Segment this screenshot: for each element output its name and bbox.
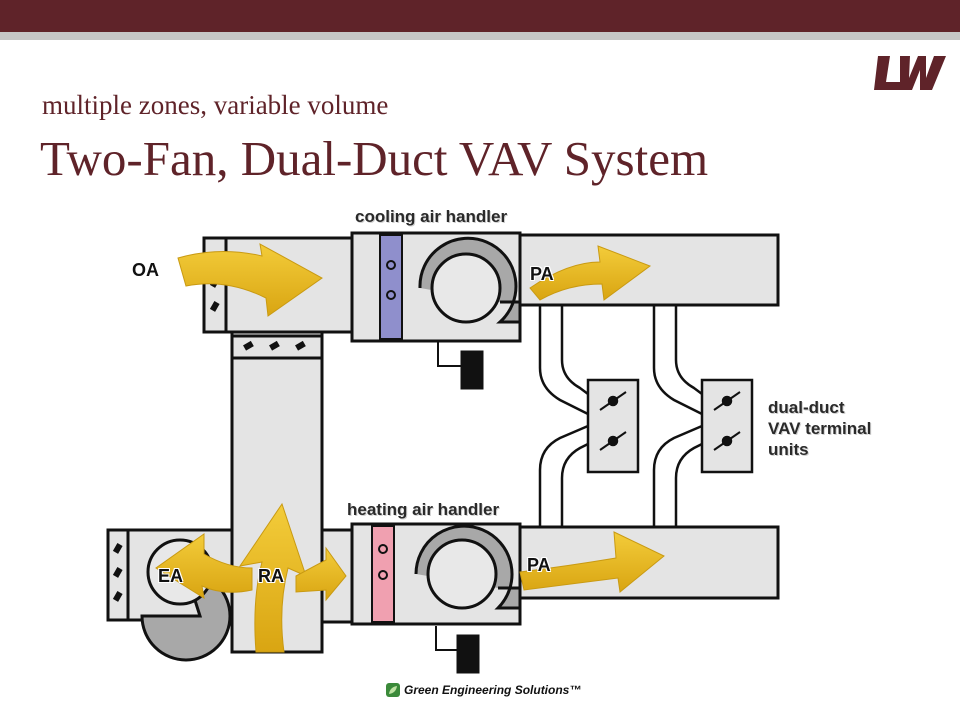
terminal-units-label-line-1: dual-duct xyxy=(768,398,845,417)
outdoor-air-arrow xyxy=(177,243,323,317)
terminal-units-label-line-2: VAV terminal xyxy=(768,419,872,438)
cooling-fan-wheel xyxy=(430,252,502,324)
vav-terminal-unit-2 xyxy=(700,378,754,474)
exhaust-air-arrow xyxy=(155,533,253,600)
vav-terminal-unit-1 xyxy=(586,378,640,474)
return-air-right-arrow xyxy=(295,546,347,602)
exhaust-air-label: EA xyxy=(158,566,184,586)
outdoor-air-label: OA xyxy=(132,260,159,280)
leaf-icon xyxy=(386,683,400,697)
cooling-coil xyxy=(379,234,403,340)
heating-fan-wheel xyxy=(426,538,498,610)
heating-fan-motor xyxy=(456,634,480,674)
cooling-supply-duct xyxy=(518,233,780,307)
return-air-label: RA xyxy=(258,566,284,586)
slide-title: Two-Fan, Dual-Duct VAV System xyxy=(40,131,709,186)
cooling-supply-arrow xyxy=(529,245,652,301)
heating-coil xyxy=(371,525,395,623)
heating-primary-air-label: PA xyxy=(527,555,551,575)
cooling-primary-air-label: PA xyxy=(530,264,554,284)
cooling-air-handler xyxy=(350,231,522,390)
footer-brand-text: Green Engineering Solutions™ xyxy=(404,683,582,697)
lw-logo xyxy=(874,56,946,90)
header-rule xyxy=(0,32,960,40)
recirculation-damper xyxy=(230,334,324,360)
return-air-up-arrow xyxy=(238,502,307,653)
header-band xyxy=(0,0,960,32)
heating-supply-arrow xyxy=(519,531,665,593)
cooling-air-handler-label: cooling air handler xyxy=(355,207,508,226)
exhaust-air-damper xyxy=(106,528,130,622)
cooling-fan-motor xyxy=(460,350,484,390)
terminal-units-label: dual-duct VAV terminal units xyxy=(768,397,871,460)
branch-ducts xyxy=(538,305,703,527)
airflow-arrows xyxy=(155,243,665,653)
heating-air-handler-label: heating air handler xyxy=(347,500,500,519)
footer-brand: Green Engineering Solutions™ xyxy=(385,680,581,700)
terminal-units-label-line-3: units xyxy=(768,440,809,459)
heating-air-handler xyxy=(350,522,522,674)
slide-subtitle: multiple zones, variable volume xyxy=(42,90,389,120)
